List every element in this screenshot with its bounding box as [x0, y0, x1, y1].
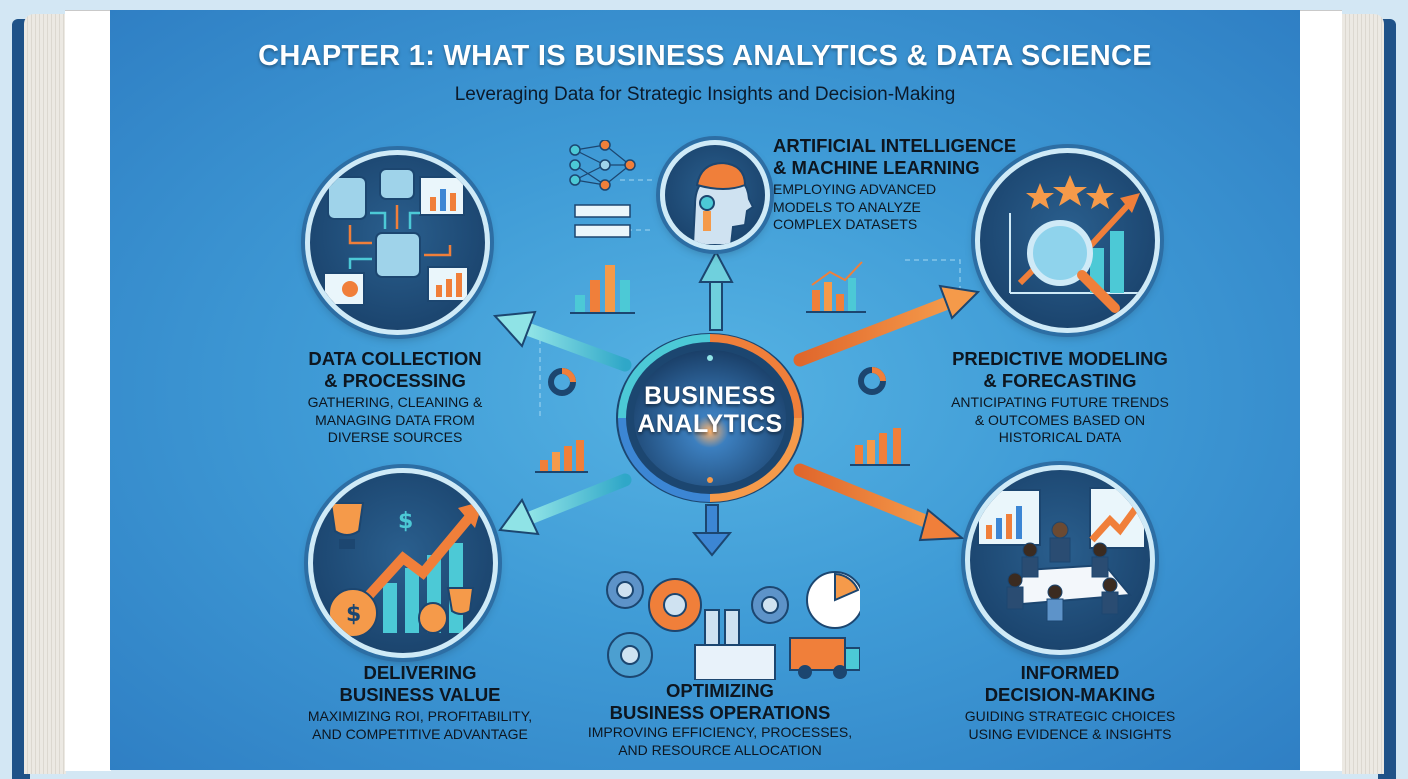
hub-label-line1: BUSINESS — [644, 382, 776, 410]
data-collection-title: DATA COLLECTION — [308, 348, 482, 369]
operations-title-2: BUSINESS OPERATIONS — [609, 702, 831, 723]
predictive-desc-2: & OUTCOMES BASED ON — [974, 411, 1146, 428]
decor-bar-chart-2 — [806, 261, 866, 313]
decor-bar-chart-1 — [570, 265, 635, 314]
decor-bar-chart-4 — [850, 428, 910, 466]
business-value-illustration: $ $ — [308, 468, 498, 658]
hub-business-analytics: BUSINESS ANALYTICS — [612, 330, 808, 506]
data-collection-desc-3: DIVERSE SOURCES — [327, 429, 463, 445]
page-margin-right — [1300, 10, 1342, 771]
hub-label-line2: ANALYTICS — [637, 410, 783, 438]
decision-desc-1: GUIDING STRATEGIC CHOICES — [964, 708, 1176, 724]
page-stack-right — [1342, 14, 1384, 774]
robot-brain-icon — [691, 161, 755, 245]
page-subtitle: Leveraging Data for Strategic Insights a… — [454, 84, 956, 105]
ai-ml-illustration — [660, 140, 770, 250]
data-collection-title-2: & PROCESSING — [324, 370, 466, 391]
arrow-to-decision — [793, 463, 965, 542]
operations-desc-2: AND RESOURCE ALLOCATION — [618, 741, 822, 758]
operations-desc-1: IMPROVING EFFICIENCY, PROCESSES, — [587, 724, 853, 740]
business-value-title-2: BUSINESS VALUE — [339, 684, 501, 705]
data-collection-desc-2: MANAGING DATA FROM — [315, 411, 475, 428]
operations-title: OPTIMIZING — [666, 680, 774, 701]
ai-ml-label: ARTIFICIAL INTELLIGENCE & MACHINE LEARNI… — [773, 135, 1033, 234]
svg-text:$: $ — [398, 509, 413, 534]
decision-desc-2: USING EVIDENCE & INSIGHTS — [968, 725, 1172, 742]
business-value-label: DELIVERING BUSINESS VALUE MAXIMIZING ROI… — [280, 662, 560, 743]
data-collection-illustration — [305, 150, 490, 335]
data-collection-label: DATA COLLECTION & PROCESSING GATHERING, … — [270, 348, 520, 447]
arrow-to-operations — [691, 504, 733, 557]
ai-ml-desc-3: COMPLEX DATASETS — [773, 216, 918, 232]
data-collection-desc-1: GATHERING, CLEANING & — [307, 394, 483, 410]
arrow-to-ai — [698, 249, 734, 331]
decision-label: INFORMED DECISION-MAKING GUIDING STRATEG… — [940, 662, 1200, 743]
predictive-label: PREDICTIVE MODELING & FORECASTING ANTICI… — [930, 348, 1190, 447]
ai-ml-title-2: & MACHINE LEARNING — [773, 157, 980, 178]
business-value-title: DELIVERING — [363, 662, 477, 683]
ai-ml-desc-1: EMPLOYING ADVANCED — [773, 181, 937, 197]
arrow-to-data-collection — [492, 310, 632, 372]
predictive-desc-1: ANTICIPATING FUTURE TRENDS — [951, 394, 1169, 410]
neural-network-icon — [569, 140, 636, 238]
business-value-desc-2: AND COMPETITIVE ADVANTAGE — [312, 725, 528, 742]
arrow-to-business-value — [498, 473, 632, 536]
page-stack-left — [24, 14, 66, 774]
ai-ml-desc-2: MODELS TO ANALYZE — [773, 198, 921, 215]
ai-ml-title: ARTIFICIAL INTELLIGENCE — [773, 135, 1017, 156]
hub-ring-icon — [616, 333, 804, 503]
decision-title-2: DECISION-MAKING — [984, 684, 1156, 705]
predictive-title-2: & FORECASTING — [983, 370, 1137, 391]
magnifier-chart-icon — [1009, 175, 1145, 313]
predictive-illustration — [975, 148, 1160, 333]
trophy-money-growth-icon: $ $ — [328, 501, 483, 638]
decision-title: INFORMED — [1020, 662, 1120, 683]
predictive-desc-3: HISTORICAL DATA — [998, 429, 1122, 445]
arrow-to-predictive — [793, 284, 981, 367]
page-margin-left — [65, 10, 111, 771]
decor-donut-right — [858, 367, 886, 395]
business-value-desc-1: MAXIMIZING ROI, PROFITABILITY, — [307, 708, 533, 724]
decor-donut-left — [548, 368, 576, 396]
decision-illustration — [965, 465, 1155, 655]
database-network-icon — [323, 168, 469, 306]
predictive-title: PREDICTIVE MODELING — [952, 348, 1168, 369]
operations-label: OPTIMIZING BUSINESS OPERATIONS IMPROVING… — [570, 680, 870, 759]
decor-bar-chart-3 — [535, 440, 588, 473]
factory-gears-icon — [606, 571, 860, 680]
svg-text:$: $ — [346, 602, 361, 627]
meeting-team-icon — [977, 487, 1146, 622]
page-title: CHAPTER 1: WHAT IS BUSINESS ANALYTICS & … — [258, 40, 1152, 72]
